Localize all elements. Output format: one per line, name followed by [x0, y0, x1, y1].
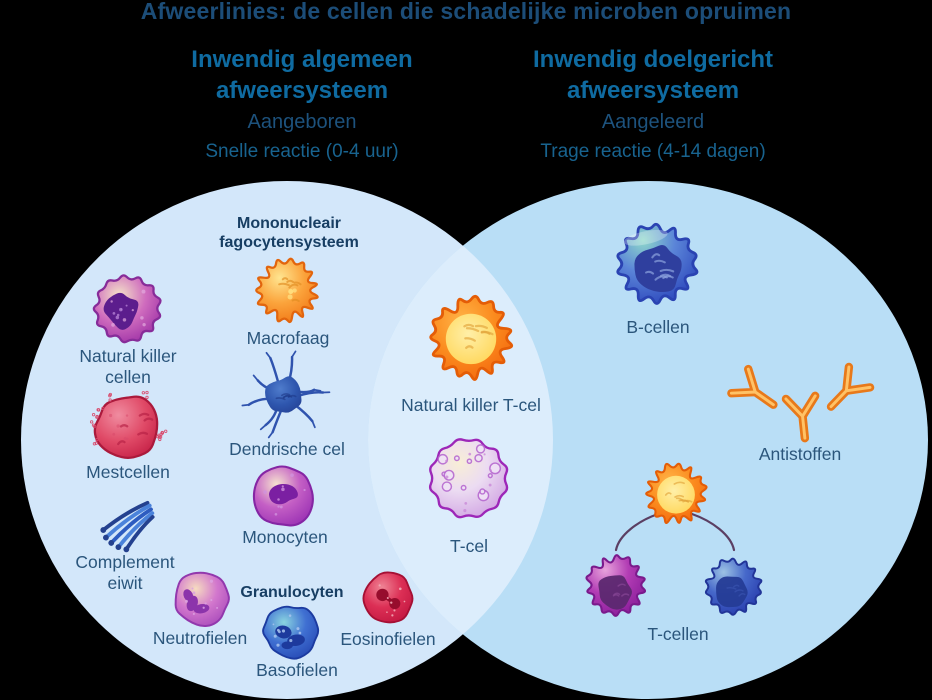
- t-cellen-blauw-illustration: [694, 547, 773, 626]
- antistoffen-illustration: [725, 349, 875, 443]
- dendrische-cel-shape: [241, 350, 330, 438]
- t-cellen-paars-illustration: [574, 543, 658, 627]
- complement-eiwit-label: Complement eiwit: [75, 552, 175, 593]
- natural-killer-t-cel-illustration: [415, 282, 527, 394]
- macrofaag-label: Macrofaag: [246, 328, 330, 348]
- monocyten-illustration: [241, 455, 325, 539]
- basofielen-label: Basofielen: [256, 660, 338, 680]
- dendrische-cel-illustration: [241, 350, 330, 439]
- innate-heading-line1: Inwendig algemeen: [191, 46, 413, 73]
- macrofaag-illustration: [242, 245, 333, 336]
- eosinofielen-label: Eosinofielen: [340, 629, 436, 649]
- antistoffen-label: Antistoffen: [758, 444, 842, 464]
- adaptive-heading-line1: Inwendig doelgericht: [532, 46, 773, 73]
- page-title: Afweerlinies: de cellen die schadelijke …: [140, 0, 792, 24]
- t-cellen-label: T-cellen: [647, 624, 709, 644]
- neutrofielen-illustration: [162, 560, 241, 639]
- natural-killer-cellen-label: Natural killer cellen: [79, 346, 177, 387]
- mononuclear-group-label-line2: fagocytensysteem: [219, 234, 359, 252]
- mestcellen-shape: [89, 390, 167, 459]
- innate-reaction-time: Snelle reactie (0-4 uur): [205, 141, 399, 163]
- monocyten-shape: [252, 465, 314, 527]
- t-cellen-paars-shape: [585, 554, 647, 617]
- mestcellen-illustration: [82, 382, 173, 473]
- t-cel-shape: [428, 437, 508, 518]
- innate-heading-line2: afweersysteem: [215, 77, 389, 105]
- adaptive-system-header: Inwendig doelgericht afweersysteem Aange…: [463, 44, 843, 163]
- monocyten-label: Monocyten: [242, 527, 328, 547]
- b-cellen-shape: [616, 222, 699, 305]
- natural-killer-t-cel-label: Natural killer T-cel: [401, 395, 541, 415]
- basofielen-illustration: [253, 594, 329, 670]
- complement-eiwit-illustration: [97, 495, 159, 553]
- eosinofielen-shape: [362, 571, 414, 624]
- natural-killer-cellen-illustration: [82, 263, 173, 354]
- innate-system-header: Inwendig algemeen afweersysteem Aangebor…: [112, 44, 492, 163]
- complement-eiwit-shape: [100, 500, 155, 553]
- t-cellen-oranje-shape: [645, 462, 708, 524]
- dendrische-cel-label: Dendrische cel: [229, 439, 345, 459]
- natural-killer-t-cel-shape: [429, 294, 514, 381]
- eosinofielen-illustration: [351, 561, 425, 635]
- connector-arc-left: [614, 512, 660, 552]
- neutrofielen-shape: [174, 571, 230, 627]
- t-cellen-blauw-shape: [704, 557, 762, 616]
- macrofaag-shape: [254, 257, 319, 323]
- natural-killer-cellen-shape: [92, 273, 162, 343]
- t-cellen-oranje-illustration: [634, 452, 718, 536]
- neutrofielen-label: Neutrofielen: [152, 628, 248, 648]
- mononuclear-group-label: Mononucleair fagocytensysteem: [179, 214, 399, 252]
- granulocytes-group-label: Granulocyten: [240, 584, 344, 601]
- t-cel-illustration: [414, 424, 523, 533]
- b-cellen-illustration: [601, 208, 713, 320]
- mononuclear-group-label-line1: Mononucleair: [236, 215, 341, 232]
- mestcellen-label: Mestcellen: [86, 462, 170, 482]
- antistoffen-shape: [727, 362, 875, 443]
- t-cell-connector-lines: [614, 512, 736, 552]
- t-cel-label: T-cel: [450, 536, 488, 556]
- adaptive-subtitle: Aangeleerd: [601, 111, 705, 134]
- innate-subtitle: Aangeboren: [247, 111, 357, 134]
- connector-arc-right: [690, 512, 736, 552]
- basofielen-shape: [262, 605, 320, 660]
- adaptive-heading-line2: afweersysteem: [566, 77, 740, 105]
- adaptive-reaction-time: Trage reactie (4-14 dagen): [540, 141, 766, 163]
- b-cellen-label: B-cellen: [626, 317, 690, 337]
